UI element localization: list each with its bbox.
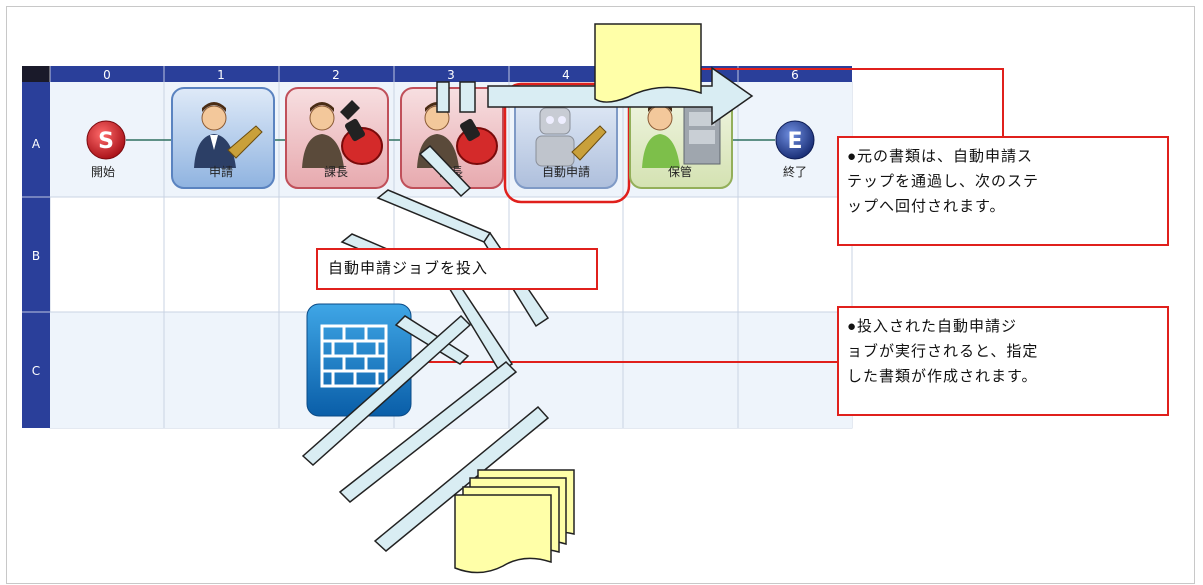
applicant-person-pen-icon [194, 102, 263, 168]
end-circle-icon [775, 120, 815, 160]
routing-callout-line-2: テップを通過し、次のステ [847, 173, 1040, 190]
end-label: 終了 [783, 164, 807, 179]
row-header-c: C [32, 364, 40, 378]
column-header-3: 3 [447, 68, 455, 82]
archive-node[interactable]: 保管 [629, 87, 733, 189]
created-callout-line-1: ●投入された自動申請ジ [847, 318, 1018, 335]
callout-leaders [412, 68, 1004, 363]
start-label: 開始 [91, 165, 115, 179]
routing-callout-line-3: ップへ回付されます。 [847, 198, 1006, 215]
approver-person-stamp-icon [302, 100, 383, 168]
row-header-bar [22, 82, 50, 428]
column-header-2: 2 [332, 68, 340, 82]
document-icon [594, 23, 702, 103]
robot-pen-icon [535, 107, 607, 167]
created-callout-line-3: した書類が作成されます。 [847, 368, 1038, 385]
start-node[interactable]: S 開始 [86, 120, 126, 179]
start-circle-icon [86, 120, 126, 160]
row-header-b: B [32, 249, 40, 263]
routing-callout-line-1: ●元の書類は、自動申請ス [847, 148, 1034, 165]
auto-apply-label: 自動申請 [542, 165, 590, 179]
job-input-callout: 自動申請ジョブを投入 [316, 248, 598, 290]
end-badge: E [787, 129, 802, 154]
start-badge: S [98, 129, 114, 154]
column-header-6: 6 [791, 68, 799, 82]
row-header-a: A [32, 137, 41, 151]
brick-wall-job-icon[interactable] [306, 303, 412, 417]
auto-apply-node[interactable]: 自動申請 [514, 87, 618, 189]
figure-frame [6, 6, 1195, 584]
routing-callout: ●元の書類は、自動申請ス テップを通過し、次のステ ップへ回付されます。 [837, 136, 1169, 246]
apply-step-node[interactable]: 申請 [171, 87, 275, 189]
column-header-0: 0 [103, 68, 111, 82]
manager-approve-node[interactable]: 部長 [400, 87, 504, 189]
chief-label: 課長 [324, 164, 348, 179]
chief-approve-node[interactable]: 課長 [285, 87, 389, 189]
archive-label: 保管 [668, 164, 692, 179]
person-cabinet-icon [642, 102, 721, 168]
apply-label: 申請 [209, 165, 233, 179]
zigzag-trail-arrows [301, 144, 550, 552]
created-callout-line-2: ョブが実行されると、指定 [847, 343, 1039, 360]
document-stack-icon [454, 469, 575, 574]
created-callout: ●投入された自動申請ジ ョブが実行されると、指定 した書類が作成されます。 [837, 306, 1169, 416]
job-input-callout-text: 自動申請ジョブを投入 [328, 260, 489, 277]
column-header-4: 4 [562, 68, 570, 82]
column-header-1: 1 [217, 68, 225, 82]
end-node[interactable]: E 終了 [775, 120, 815, 179]
